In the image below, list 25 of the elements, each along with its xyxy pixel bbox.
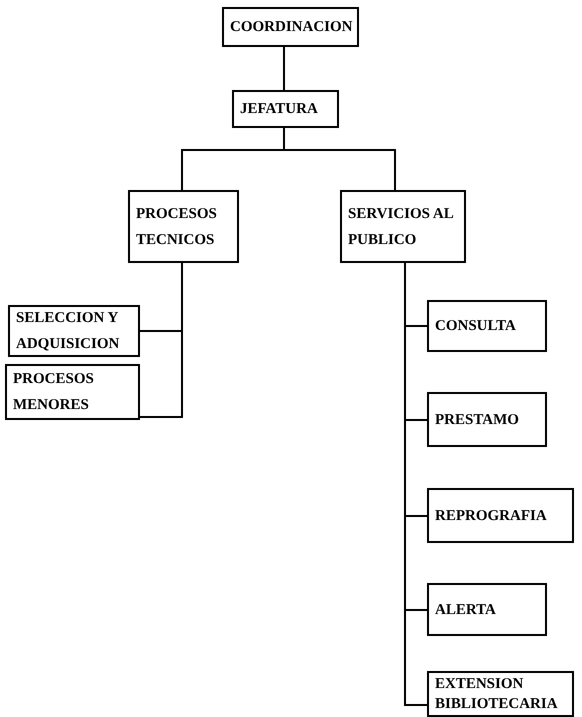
connector-line: [283, 128, 396, 190]
org-box: [340, 190, 466, 263]
org-box: [8, 305, 140, 357]
box-label: SERVICIOS AL PUBLICO: [348, 204, 454, 250]
box-label: PROCESOS MENORES: [13, 370, 95, 415]
box-label: SELECCION Y ADQUISICION: [16, 309, 120, 354]
box-label: REPROGRAFIA: [435, 506, 548, 526]
box-label: ALERTA: [435, 600, 497, 620]
org-box: [427, 671, 574, 717]
org-box: [427, 583, 547, 636]
box-label: PROCESOS TECNICOS: [136, 204, 218, 250]
org-box: [222, 7, 359, 47]
box-label: CONSULTA: [435, 317, 517, 336]
org-box: [5, 364, 140, 420]
box-label: COORDINACION: [230, 18, 351, 37]
box-label: PRESTAMO: [435, 410, 520, 430]
connector-line: [140, 263, 183, 418]
org-box: [427, 392, 547, 447]
org-box: [128, 190, 239, 263]
org-box: [427, 488, 574, 543]
box-label: EXTENSION BIBLIOTECARIA: [435, 675, 559, 714]
org-box: [232, 90, 339, 128]
org-box: [427, 300, 547, 352]
box-label: JEFATURA: [240, 100, 319, 119]
connector-line: [283, 47, 285, 90]
